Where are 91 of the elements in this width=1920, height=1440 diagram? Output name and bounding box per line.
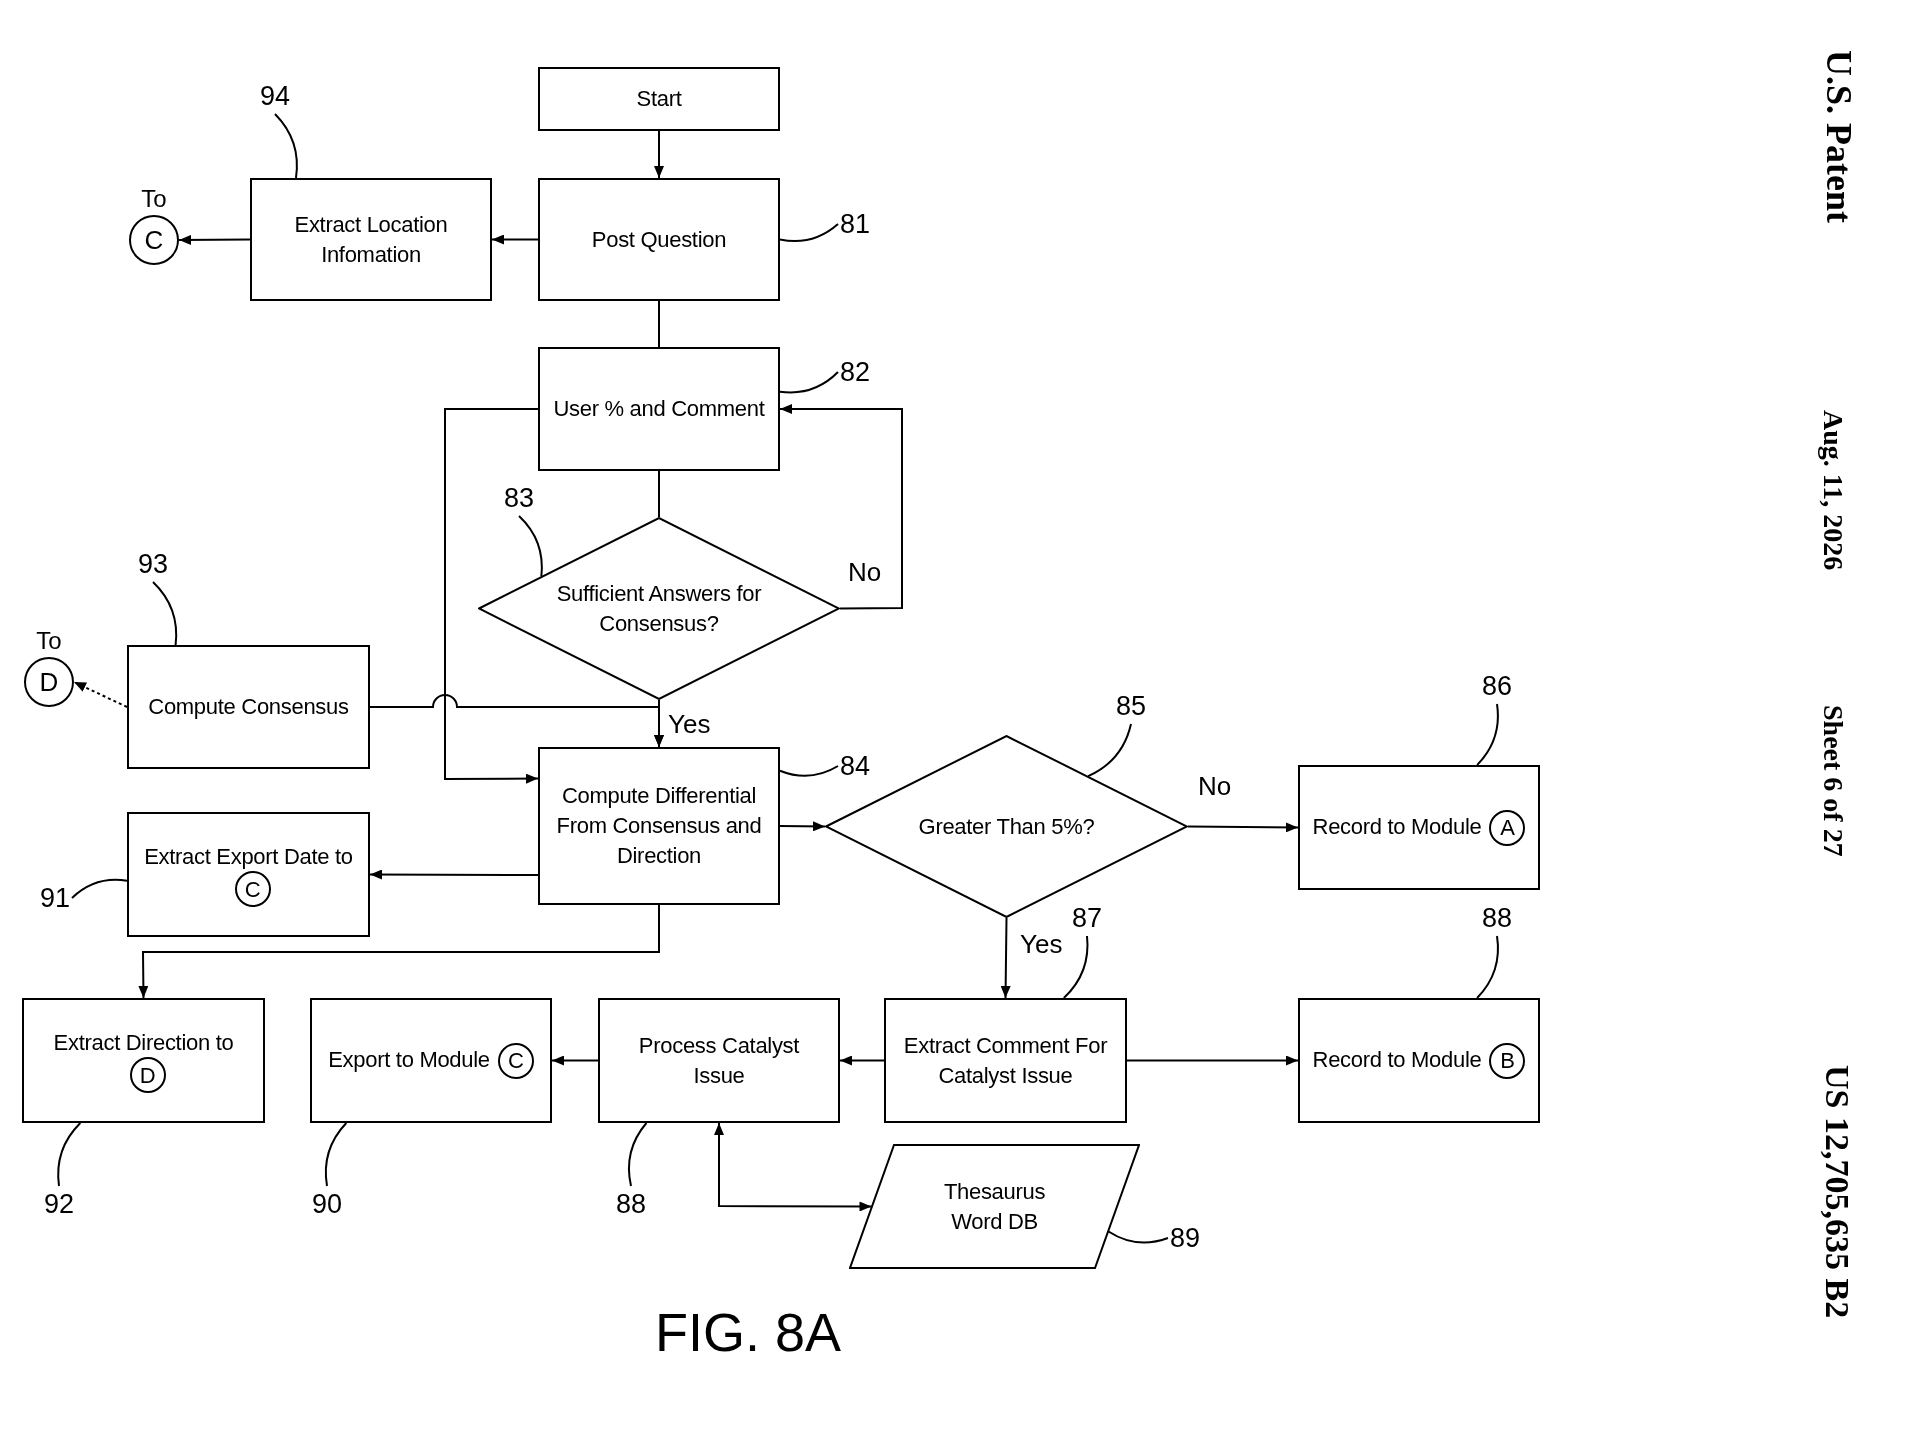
reference-numeral: 88 [1480,900,1514,936]
process-box [310,998,552,1123]
arrow [1000,917,1011,999]
circled-letter: D [129,1057,166,1094]
box-text: Extract Location Infomation [294,211,448,267]
leader-line [152,581,178,646]
arrow [444,408,539,784]
box-text: Compute Consensus [148,694,349,720]
reference-numeral: 85 [1114,688,1148,724]
header-text: US 12,705,635 B2 [1818,1065,1857,1319]
reference-numeral: 84 [838,748,872,784]
arrow [839,1055,885,1066]
box-text: Record to Module [1312,1046,1482,1072]
box-text: Process Catalyst Issue [638,1032,800,1088]
database-parallelogram [849,1144,1140,1269]
reference-numeral: 90 [310,1186,344,1222]
reference-numeral: 86 [1480,668,1514,704]
leader-line [518,515,543,578]
leader-line [1476,703,1499,766]
leader-line [779,223,839,243]
arrow [491,234,539,245]
arrow [178,234,251,245]
arrow [1187,822,1299,833]
leader-line [274,113,298,179]
arrow [73,681,128,708]
arrow [779,821,826,832]
reference-numeral: 92 [42,1186,76,1222]
header-text: Aug. 11, 2026 [1817,410,1850,571]
arrow [138,904,660,999]
decision-text: Greater Than 5%? [918,813,1095,839]
connector-label: To [141,187,167,211]
connector-line [658,470,660,518]
process-box [127,812,370,937]
reference-numeral: 93 [136,546,170,582]
leader-line [1476,935,1499,999]
leader-line [627,1122,648,1187]
leader-line [1062,935,1089,999]
decision-diamond [478,517,840,700]
connector-line [658,300,660,348]
arrow [779,404,903,610]
box-text: Thesaurus Word DB [943,1178,1046,1234]
circled-letter: C [234,871,271,908]
reference-numeral: 91 [38,880,72,916]
box-text: Compute Differential From Consensus and Direction [556,783,762,868]
leader-line [324,1122,348,1187]
arrow [714,1122,873,1212]
box-text: Post Question [591,226,727,252]
figure-caption: FIG. 8A [655,1305,842,1359]
leader-line [57,1122,82,1187]
box-text: Extract Comment For Catalyst Issue [903,1032,1108,1088]
header-text: Sheet 6 of 27 [1817,705,1850,857]
reference-numeral: 81 [838,206,872,242]
process-box [538,178,780,301]
leader-line [1087,723,1132,778]
reference-numeral: 94 [258,78,292,114]
box-text: User % and Comment [553,396,765,422]
process-box [250,178,492,301]
reference-numeral: 88 [614,1186,648,1222]
circled-letter: B [1489,1042,1526,1079]
decision-text: Sufficient Answers for Consensus? [556,580,762,636]
process-box [127,645,370,769]
leader-line [71,878,128,899]
process-box [538,747,780,905]
header-text: U.S. Patent [1818,50,1860,223]
box-text: Extract Direction to [53,1029,234,1055]
process-box [538,67,780,131]
process-box [598,998,840,1123]
arrow [654,130,664,179]
process-box [1298,765,1540,890]
leader-line [779,765,839,777]
process-box [884,998,1127,1123]
process-box [538,347,780,471]
reference-numeral: 83 [502,480,536,516]
connector-label: To [36,629,62,653]
box-text: Extract Export Date to [144,843,353,869]
arrow [369,869,539,880]
process-box [1298,998,1540,1123]
arrow [551,1055,599,1066]
reference-numeral: 87 [1070,900,1104,936]
reference-numeral: 82 [838,354,872,390]
reference-numeral: 89 [1168,1220,1202,1256]
box-text: Start [636,86,682,112]
arrow [1126,1055,1299,1066]
arrow [369,694,664,748]
box-text: Record to Module [1312,813,1482,839]
circled-letter: C [497,1042,534,1079]
leader-line [1107,1230,1169,1244]
box-text: Export to Module [328,1046,490,1072]
process-box [22,998,265,1123]
leader-line [779,371,839,394]
circled-letter: A [1489,809,1526,846]
